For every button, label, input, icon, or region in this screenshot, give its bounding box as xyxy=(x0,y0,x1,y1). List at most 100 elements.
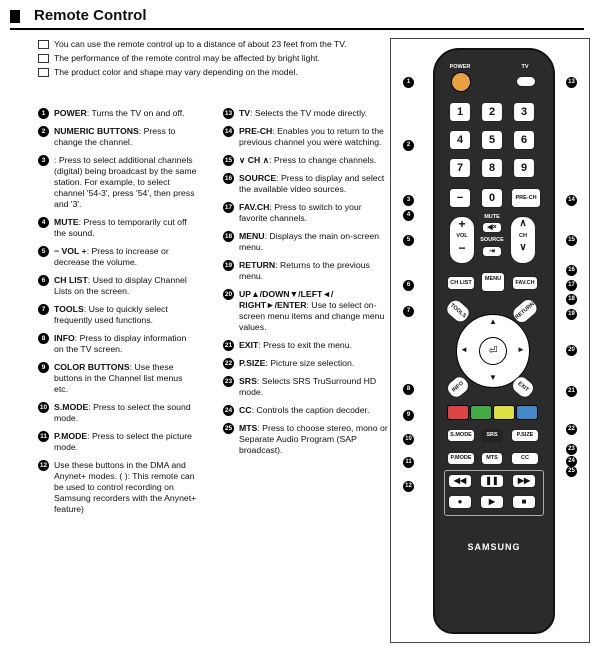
pause-button[interactable]: ❚❚ xyxy=(480,474,504,488)
dash-button[interactable]: − xyxy=(449,188,471,208)
stop-button[interactable]: ■ xyxy=(512,495,536,509)
item-text: : Press to select additional channels (d… xyxy=(54,155,197,209)
callout-20: 20 xyxy=(566,345,577,356)
fast-forward-button[interactable]: ▶▶ xyxy=(512,474,536,488)
item-number: 17 xyxy=(223,202,234,213)
play-icon: ▶ xyxy=(488,497,496,506)
digit-8-button[interactable]: 8 xyxy=(481,158,503,178)
digit-5-button[interactable]: 5 xyxy=(481,130,503,150)
item-number: 14 xyxy=(223,126,234,137)
callout-3: 3 xyxy=(403,195,414,206)
item-keyword: P.MODE xyxy=(54,431,88,441)
item-keyword: S.MODE xyxy=(54,402,89,412)
power-button[interactable] xyxy=(451,72,471,92)
mute-button[interactable]: ◀× xyxy=(482,222,502,233)
section-header: Remote Control xyxy=(10,6,584,30)
volume-rocker[interactable]: + VOL − xyxy=(449,216,475,264)
item-text: : Use to select on-screen menu items and… xyxy=(239,300,385,332)
item-number: 21 xyxy=(223,340,234,351)
item-number: 5 xyxy=(38,246,49,257)
item-number: 1 xyxy=(38,108,49,119)
cc-button[interactable]: CC xyxy=(511,452,539,465)
prech-button[interactable]: PRE-CH xyxy=(511,188,541,208)
arrow-left-icon[interactable]: ◄ xyxy=(460,345,468,354)
enter-button[interactable]: ⏎ xyxy=(479,337,507,365)
color-button[interactable] xyxy=(470,405,492,420)
smode-button[interactable]: S.MODE xyxy=(447,429,475,442)
note-item: You can use the remote control up to a d… xyxy=(38,37,347,51)
digit-7-button[interactable]: 7 xyxy=(449,158,471,178)
tv-button[interactable] xyxy=(516,76,536,87)
item-number: 15 xyxy=(223,155,234,166)
digit-4-button[interactable]: 4 xyxy=(449,130,471,150)
rewind-icon: ◀◀ xyxy=(453,476,467,485)
arrow-down-icon[interactable]: ▼ xyxy=(489,373,497,382)
arrow-up-icon[interactable]: ▲ xyxy=(489,317,497,326)
item-text: : Press to increase or decrease the volu… xyxy=(54,246,169,267)
item-keyword: EXIT xyxy=(239,340,259,350)
color-button[interactable] xyxy=(447,405,469,420)
note-item: The product color and shape may vary dep… xyxy=(38,65,347,79)
item-keyword: TV xyxy=(239,108,251,118)
play-button[interactable]: ▶ xyxy=(480,495,504,509)
favch-button[interactable]: FAV.CH xyxy=(512,276,538,290)
item-text: : Used to display Channel Lists on the s… xyxy=(54,275,187,296)
item-number: 25 xyxy=(223,423,234,434)
digit-9-button[interactable]: 9 xyxy=(513,158,535,178)
digit-2-button[interactable]: 2 xyxy=(481,102,503,122)
menu-button[interactable]: MENU xyxy=(481,272,505,292)
item-text: : Returns to the previous menu. xyxy=(239,260,370,281)
digit-3-button[interactable]: 3 xyxy=(513,102,535,122)
arrow-right-icon[interactable]: ► xyxy=(517,345,525,354)
digit-0-button[interactable]: 0 xyxy=(481,188,503,208)
callout-21: 21 xyxy=(566,386,577,397)
item-text: : Selects the TV mode directly. xyxy=(250,108,368,118)
item-keyword: UP▲/DOWN▼/LEFT◄/ RIGHT►/ENTER xyxy=(239,289,334,310)
item-keyword: MTS xyxy=(239,423,258,433)
color-button[interactable] xyxy=(493,405,515,420)
item-text: : Press to display information on the TV… xyxy=(54,333,187,354)
record-button[interactable]: ● xyxy=(448,495,472,509)
callout-12: 12 xyxy=(403,481,414,492)
item-number: 24 xyxy=(223,405,234,416)
rewind-button[interactable]: ◀◀ xyxy=(448,474,472,488)
callout-1: 1 xyxy=(403,77,414,88)
description-item: 6 CH LIST: Used to display Channel Lists … xyxy=(38,275,198,297)
digit-6-button[interactable]: 6 xyxy=(513,130,535,150)
item-text: : Press to exit the menu. xyxy=(258,340,352,350)
channel-rocker[interactable]: ∧ CH ∨ xyxy=(510,216,536,264)
item-keyword: CH LIST xyxy=(54,275,88,285)
callout-13: 13 xyxy=(566,77,577,88)
item-text: : Press to select the picture mode. xyxy=(54,431,192,452)
item-text: : Press to change channels. xyxy=(269,155,377,165)
item-number: 4 xyxy=(38,217,49,228)
item-text: : Selects SRS TruSurround HD mode. xyxy=(239,376,377,397)
chlist-button[interactable]: CH LIST xyxy=(447,276,475,290)
notes-list: You can use the remote control up to a d… xyxy=(38,37,347,79)
playback-group xyxy=(444,470,544,516)
item-number: 2 xyxy=(38,126,49,137)
digit-1-button[interactable]: 1 xyxy=(449,102,471,122)
pmode-button[interactable]: P.MODE xyxy=(447,452,475,465)
mts-button[interactable]: MTS xyxy=(481,452,503,465)
color-button[interactable] xyxy=(516,405,538,420)
header-marker xyxy=(10,10,20,23)
srs-button[interactable]: SRS xyxy=(481,429,503,442)
callout-8: 8 xyxy=(403,384,414,395)
callout-25: 25 xyxy=(566,466,577,477)
callout-14: 14 xyxy=(566,195,577,206)
psize-button[interactable]: P.SIZE xyxy=(511,429,539,442)
record-icon: ● xyxy=(457,497,463,506)
source-button[interactable]: ⇥ xyxy=(482,246,502,257)
item-keyword: TOOLS xyxy=(54,304,84,314)
item-text: : Press to change the channel. xyxy=(54,126,176,147)
item-number: 6 xyxy=(38,275,49,286)
